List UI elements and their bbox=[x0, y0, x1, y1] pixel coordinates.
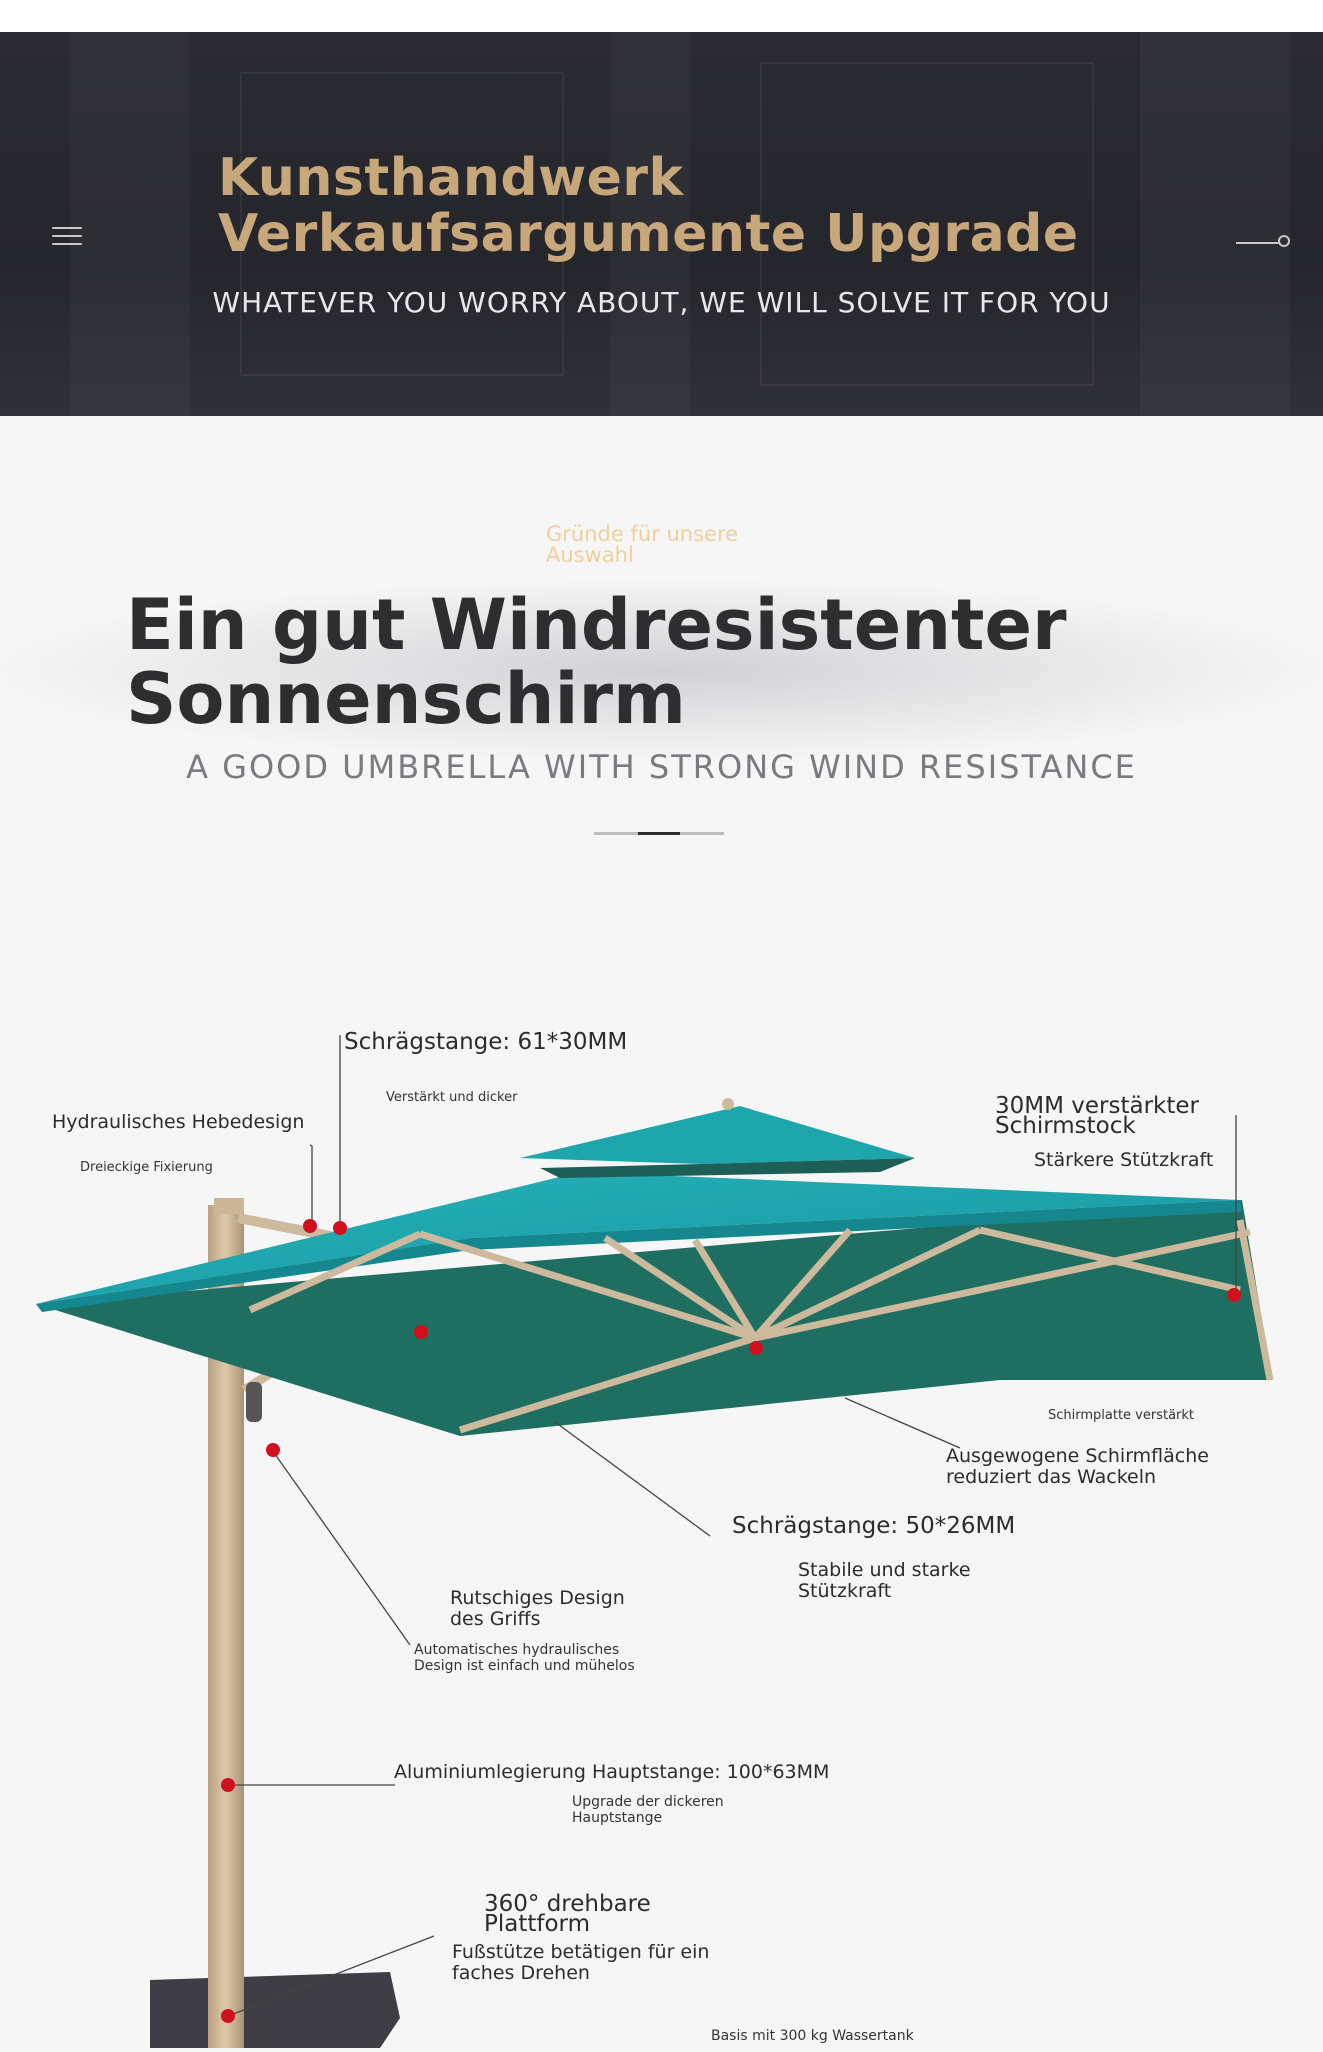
red-markers bbox=[221, 1219, 1241, 2023]
callout-haupt-desc: Upgrade der dickeren Hauptstange bbox=[572, 1794, 724, 1826]
callout-haupt-title: Aluminiumlegierung Hauptstange: 100*63MM bbox=[394, 1761, 830, 1783]
banner-bg-column bbox=[70, 32, 190, 416]
section-eyebrow: Gründe für unsere Auswahl bbox=[546, 522, 739, 567]
callout-schirmstock-title: 30MM verstärkter Schirmstock bbox=[995, 1093, 1199, 1139]
callout-griff-title: Rutschiges Design des Griffs bbox=[450, 1587, 625, 1630]
canopy-edge bbox=[36, 1200, 1242, 1312]
callout-griff-desc: Automatisches hydraulisches Design ist e… bbox=[414, 1642, 635, 1674]
finial bbox=[722, 1098, 734, 1110]
top-vent-underside bbox=[540, 1158, 915, 1178]
callout-schirmflaeche: Ausgewogene Schirmfläche reduziert das W… bbox=[946, 1445, 1209, 1488]
callout-schirmstock-desc: Stärkere Stützkraft bbox=[1034, 1149, 1214, 1171]
callout-schraeg50-title: Schrägstange: 50*26MM bbox=[732, 1513, 1016, 1539]
callout-schraeg61-desc: Verstärkt und dicker bbox=[386, 1090, 518, 1105]
callout-plattform-title: 360° drehbare Plattform bbox=[484, 1891, 651, 1937]
canopy-ribs bbox=[248, 1219, 1274, 1434]
callout-schirmplatte: Schirmplatte verstärkt bbox=[1048, 1408, 1195, 1423]
banner-title: Kunsthandwerk Verkaufsargumente Upgrade bbox=[218, 148, 1079, 264]
callout-schraeg61-title: Schrägstange: 61*30MM bbox=[344, 1029, 628, 1055]
banner-bg-window bbox=[760, 62, 1094, 386]
top-strip bbox=[0, 0, 1323, 32]
hero-banner: Kunsthandwerk Verkaufsargumente Upgrade … bbox=[0, 32, 1323, 416]
umbrella-illustration bbox=[36, 1035, 1274, 2048]
section-subtitle: A GOOD UMBRELLA WITH STRONG WIND RESISTA… bbox=[186, 748, 1137, 786]
crank-handle bbox=[246, 1382, 262, 1422]
banner-bg-window bbox=[240, 72, 564, 376]
umbrella-diagram: Hydraulisches Hebedesign Dreieckige Fixi… bbox=[0, 900, 1323, 2048]
banner-bg-column bbox=[1140, 32, 1290, 416]
title-mist-background bbox=[0, 580, 1323, 760]
pole-cap bbox=[214, 1198, 244, 1214]
arrow-right-icon[interactable] bbox=[1236, 232, 1292, 254]
water-tank-base bbox=[150, 1972, 400, 2048]
callout-schraeg50-desc: Stabile und starke Stützkraft bbox=[798, 1559, 971, 1602]
callout-lines bbox=[227, 1035, 1237, 2017]
top-vent bbox=[520, 1106, 915, 1164]
callout-hebedesign-desc: Dreieckige Fixierung bbox=[80, 1160, 213, 1175]
hamburger-icon[interactable] bbox=[52, 227, 82, 251]
canopy-top bbox=[36, 1172, 1240, 1304]
section-divider bbox=[594, 832, 724, 835]
section-title: Ein gut Windresistenter Sonnenschirm bbox=[126, 584, 1067, 740]
callout-plattform-desc: Fußstütze betätigen für ein faches Drehe… bbox=[452, 1941, 710, 1984]
callout-hebedesign-title: Hydraulisches Hebedesign bbox=[52, 1111, 305, 1133]
canopy-underside bbox=[36, 1200, 1272, 1436]
banner-subtitle: WHATEVER YOU WORRY ABOUT, WE WILL SOLVE … bbox=[212, 286, 1111, 319]
callout-basis: Basis mit 300 kg Wassertank bbox=[711, 2028, 914, 2044]
